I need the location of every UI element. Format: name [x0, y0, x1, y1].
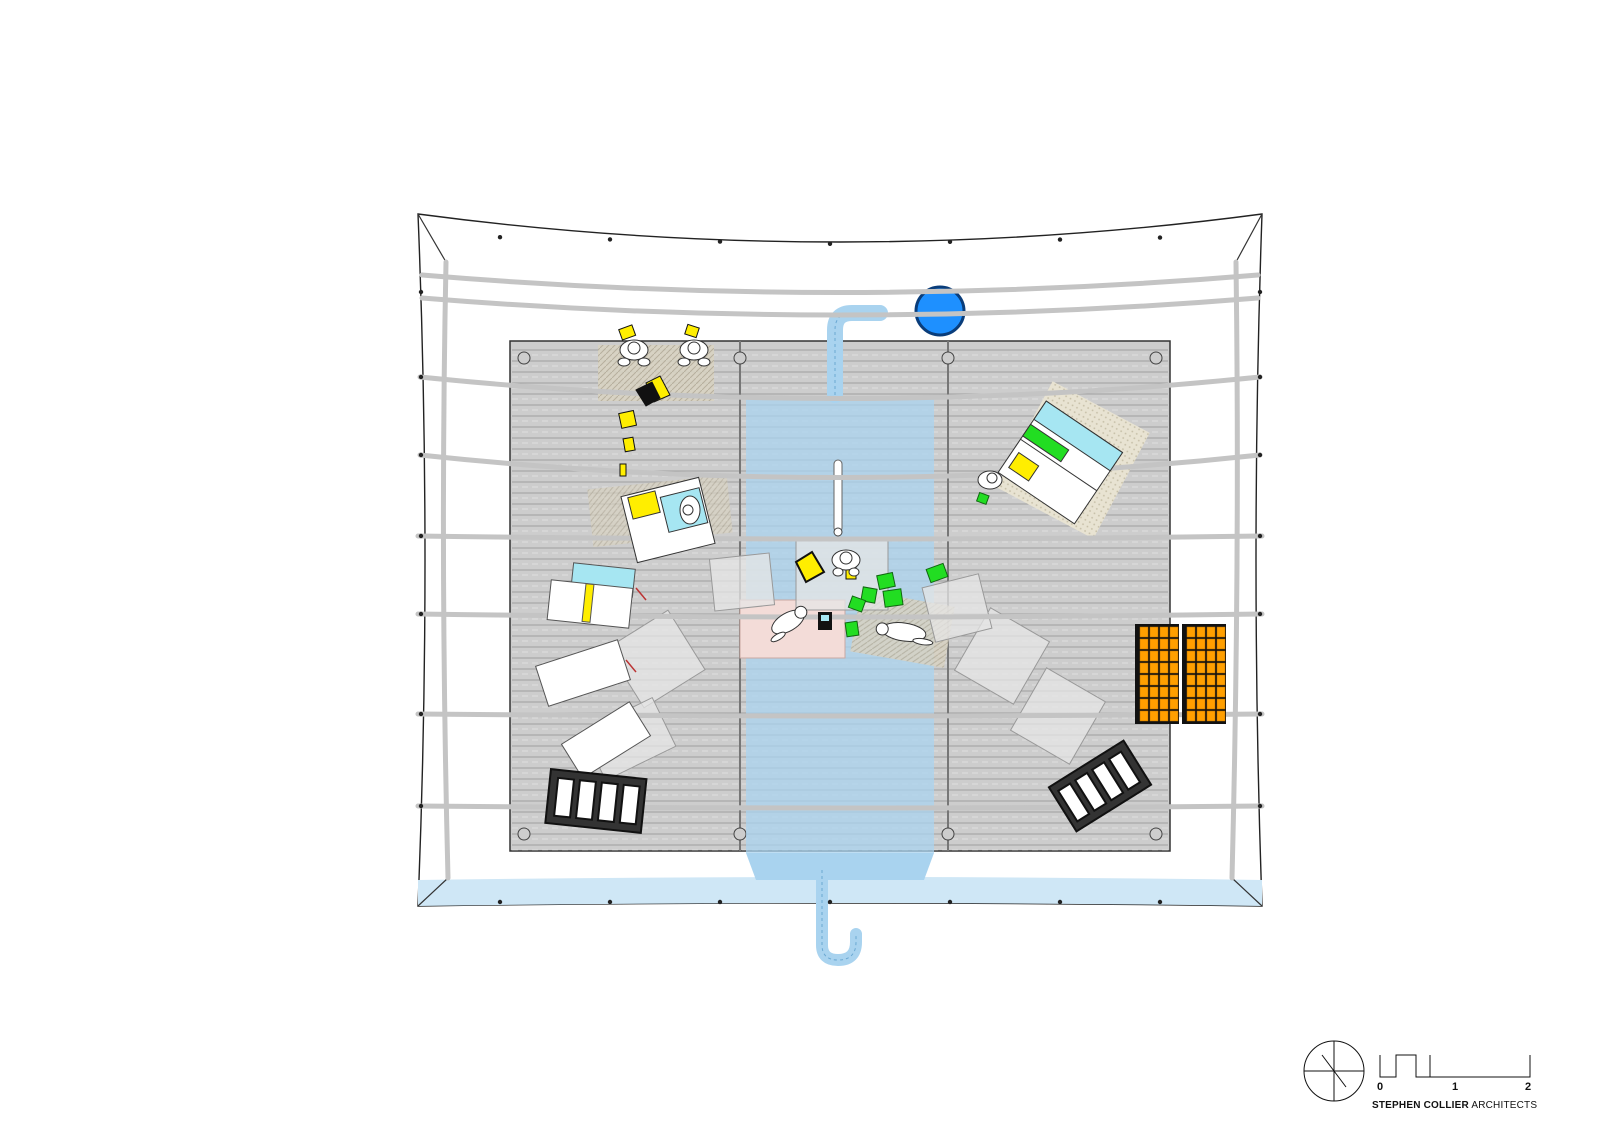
scale-label-1: 1 — [1452, 1081, 1459, 1093]
architect-credit: STEPHEN COLLIER ARCHITECTS — [1372, 1100, 1537, 1111]
side-tables — [534, 562, 652, 779]
green-books — [844, 491, 990, 638]
study-table — [997, 400, 1124, 525]
architect-name: STEPHEN COLLIER — [1372, 1100, 1469, 1111]
scale-label-2: 2 — [1525, 1081, 1532, 1093]
yellow-reading-objects — [618, 323, 857, 584]
architect-suffix: ARCHITECTS — [1471, 1100, 1538, 1111]
scale-label-0: 0 — [1377, 1081, 1384, 1093]
storage-crates — [544, 739, 1153, 834]
people-figures — [617, 339, 1003, 646]
solar-panels — [1135, 624, 1226, 724]
canopy-membrane — [417, 213, 1263, 907]
north-arrow-icon — [1303, 1040, 1365, 1102]
rope-ties — [418, 235, 1263, 905]
scale-bar-icon — [1379, 1054, 1531, 1078]
legend — [1303, 1040, 1531, 1102]
water-tank-icon — [914, 285, 966, 337]
